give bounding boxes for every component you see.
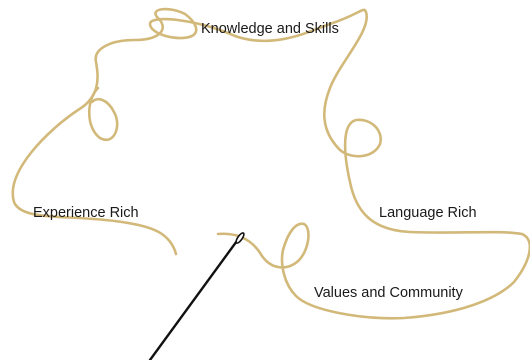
label-values-and-community: Values and Community	[314, 285, 463, 301]
label-knowledge-and-skills: Knowledge and Skills	[201, 21, 339, 37]
thread-loop-left	[87, 86, 119, 142]
needle-icon	[148, 232, 245, 360]
label-experience-rich: Experience Rich	[33, 205, 139, 221]
label-language-rich: Language Rich	[379, 205, 477, 221]
thread-path	[11, 7, 530, 320]
